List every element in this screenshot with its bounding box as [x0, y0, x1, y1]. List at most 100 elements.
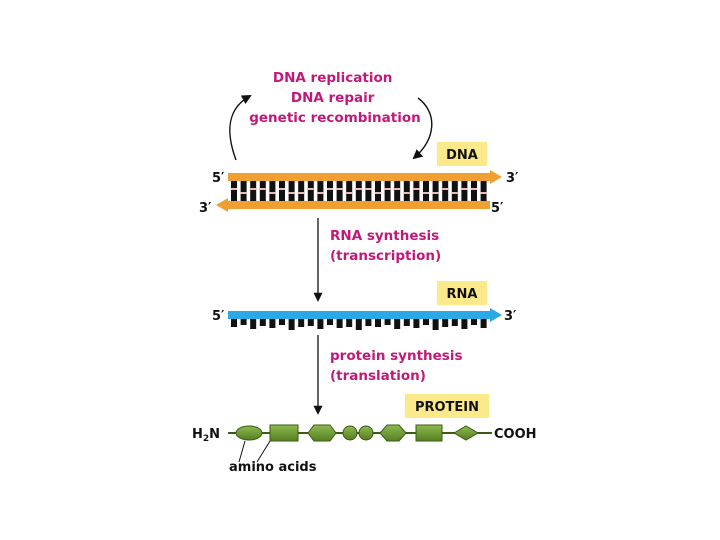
- rna-base: [403, 319, 410, 326]
- dna-base-pair: [413, 181, 420, 201]
- rna-strand: [228, 308, 502, 330]
- dna-base-pair: [432, 181, 439, 201]
- dna-base-pair: [298, 181, 305, 201]
- dna-top-strand: [228, 173, 490, 181]
- translation-labels: protein synthesis (translation): [330, 348, 467, 384]
- transcription-labels: RNA synthesis (transcription): [330, 228, 444, 264]
- n-terminus-label: H2N: [192, 427, 220, 444]
- dna-base-pair: [250, 181, 257, 201]
- amino-acid-residue: [235, 425, 263, 441]
- base-pair-bond: [250, 188, 257, 190]
- dna-base-pair: [269, 181, 276, 201]
- rna-base: [336, 319, 343, 328]
- base-pair-bond: [307, 188, 314, 190]
- base-pair-bond: [231, 188, 237, 190]
- base-pair-bond: [269, 192, 276, 194]
- protein-chain: [228, 424, 492, 442]
- rna-base: [240, 319, 247, 325]
- protein-label-box: [405, 394, 489, 418]
- dna-bottom-strand-arrowhead: [216, 198, 228, 212]
- rna-base: [384, 319, 391, 325]
- base-pair-bond: [279, 188, 285, 190]
- base-pair-bond: [259, 188, 266, 190]
- c-terminus-label: COOH: [494, 427, 537, 442]
- replication-line-1: DNA replication: [273, 70, 392, 86]
- amino-acid-residue: [453, 425, 479, 441]
- base-pair-bond: [451, 192, 458, 194]
- base-pair-bond: [432, 192, 439, 194]
- base-pair-bond: [413, 188, 420, 190]
- base-pair-bond: [442, 188, 449, 190]
- dna-top-right-end: 3′: [506, 171, 519, 186]
- rna-base: [355, 319, 362, 330]
- base-pair-bond: [403, 192, 410, 194]
- base-pair-bond: [327, 188, 333, 190]
- dna-base-pair: [288, 181, 295, 201]
- amino-acid-residue: [358, 425, 374, 441]
- dna-base-pair: [480, 181, 487, 201]
- dna-base-pair: [355, 181, 362, 201]
- rna-base: [413, 319, 420, 328]
- base-pair-bond: [394, 188, 401, 190]
- replication-right-curved-arrow: [412, 97, 433, 160]
- rna-base: [461, 319, 468, 329]
- dna-base-pair: [259, 181, 266, 201]
- rna-base: [288, 319, 295, 330]
- base-pair-bond: [317, 192, 324, 194]
- amino-acid-residue: [307, 424, 337, 442]
- dna-base-pair: [461, 181, 468, 201]
- rna-base: [250, 319, 257, 329]
- dna-bottom-right-end: 5′: [491, 201, 504, 216]
- dna-base-pair: [307, 181, 314, 201]
- rna-base: [423, 319, 429, 325]
- dna-base-pair: [336, 181, 343, 201]
- rna-base: [375, 319, 381, 327]
- rna-label-box: [437, 281, 487, 305]
- base-pair-bond: [384, 188, 391, 190]
- rna-base: [471, 319, 477, 325]
- dna-base-pair: [442, 181, 449, 201]
- rna-base: [298, 319, 305, 327]
- rna-arrowhead: [490, 308, 502, 322]
- rna-base: [259, 319, 266, 326]
- dna-label: DNA: [446, 148, 478, 163]
- replication-left-curved-arrow: [229, 95, 252, 161]
- rna-base: [317, 319, 324, 329]
- dna-base-pair: [240, 181, 247, 201]
- base-pair-bond: [365, 188, 372, 190]
- rna-base: [269, 319, 276, 328]
- rna-base: [346, 319, 353, 327]
- rna-base: [327, 319, 333, 325]
- rna-base: [394, 319, 401, 329]
- rna-bases: [231, 319, 487, 330]
- rna-base: [451, 319, 458, 326]
- dna-base-pair: [365, 181, 372, 201]
- dna-base-pair: [471, 181, 477, 201]
- dna-base-pair: [346, 181, 353, 201]
- amino-acid-pointer-line: [256, 440, 271, 463]
- dna-base-pair: [279, 181, 285, 201]
- base-pair-bond: [240, 192, 247, 194]
- transcription-line-1: RNA synthesis: [330, 228, 439, 244]
- replication-line-2: DNA repair: [291, 90, 375, 106]
- base-pair-bond: [355, 188, 362, 190]
- dna-base-pair: [327, 181, 333, 201]
- rna-backbone: [228, 311, 490, 319]
- amino-acid-residue: [342, 425, 358, 441]
- base-pair-bond: [346, 192, 353, 194]
- dna-base-pairs: [231, 181, 487, 201]
- dna-label-box: [437, 142, 487, 166]
- rna-base: [442, 319, 449, 327]
- base-pair-bond: [375, 192, 381, 194]
- rna-base: [307, 319, 314, 326]
- base-pair-bond: [298, 192, 305, 194]
- amino-acid-pointer-line: [238, 440, 246, 463]
- replication-labels: DNA replication DNA repair genetic recom…: [249, 70, 421, 126]
- transcription-line-2: (transcription): [330, 248, 441, 264]
- dna-bottom-strand: [228, 201, 490, 209]
- protein-label: PROTEIN: [415, 400, 479, 415]
- dna-top-strand-arrowhead: [490, 170, 502, 184]
- dna-base-pair: [231, 181, 237, 201]
- rna-left-end: 5′: [212, 309, 225, 324]
- dna-base-pair: [394, 181, 401, 201]
